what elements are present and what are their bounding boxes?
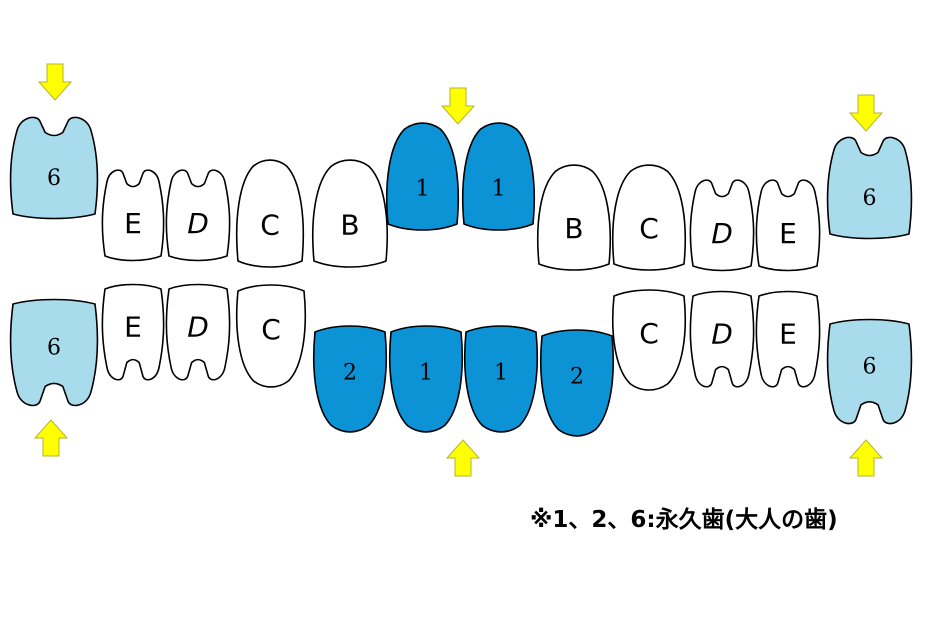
lower-tooth-1: 1	[388, 325, 464, 433]
tooth-label: C	[639, 317, 659, 350]
upper-tooth-1: 1	[461, 122, 536, 231]
tooth-shape	[755, 179, 821, 272]
lower-tooth-1: 1	[463, 325, 539, 433]
tooth-shape	[165, 283, 231, 381]
tooth-label: B	[340, 208, 359, 241]
lower-tooth-c: C	[235, 284, 307, 388]
tooth-label: D	[711, 318, 733, 351]
tooth-shape	[312, 325, 388, 433]
upper-teeth-row: 6E D C B 1 1B C D E 6	[9, 116, 913, 272]
tooth-shape	[689, 179, 755, 272]
tooth-label: E	[124, 311, 142, 344]
upper-tooth-d: D	[689, 179, 755, 272]
tooth-shape	[689, 290, 755, 388]
down-arrow-icon	[848, 94, 884, 132]
upper-tooth-b: B	[311, 159, 389, 268]
tooth-shape	[755, 290, 821, 388]
tooth-label: D	[711, 217, 733, 250]
tooth-label: C	[639, 212, 659, 245]
tooth-shape	[463, 325, 539, 433]
lower-tooth-e: E	[101, 283, 165, 381]
up-arrow-icon	[33, 419, 69, 457]
permanent-teeth-note: ※1、2、6:永久歯(大人の歯)	[530, 507, 838, 533]
tooth-label: C	[261, 313, 281, 346]
tooth-label: C	[260, 208, 280, 241]
lower-tooth-2: 2	[312, 325, 388, 433]
lower-tooth-2: 2	[539, 329, 615, 437]
tooth-shape	[9, 298, 99, 407]
upper-tooth-d: D	[165, 169, 231, 262]
tooth-label: E	[779, 318, 797, 351]
down-arrow-icon	[440, 87, 476, 125]
tooth-shape	[235, 159, 305, 268]
tooth-shape	[611, 164, 687, 271]
upper-tooth-6: 6	[826, 136, 913, 240]
tooth-shape	[536, 164, 612, 271]
upper-tooth-c: C	[611, 164, 687, 271]
tooth-shape	[388, 325, 464, 433]
tooth-shape	[9, 116, 99, 220]
upper-tooth-b: B	[536, 164, 612, 271]
tooth-shape	[826, 318, 913, 425]
down-arrow-icon	[37, 63, 73, 101]
tooth-shape	[235, 284, 307, 388]
lower-teeth-row: 6 E D C 2 1 1 2 C D E 6	[9, 283, 913, 437]
tooth-shape	[826, 136, 913, 240]
tooth-label: B	[564, 212, 583, 245]
tooth-shape	[101, 283, 165, 381]
upper-tooth-1: 1	[385, 122, 460, 231]
tooth-label: 2	[343, 361, 357, 386]
tooth-label: 6	[863, 355, 877, 380]
tooth-label: E	[124, 207, 142, 240]
lower-tooth-d: D	[689, 290, 755, 388]
tooth-shape	[539, 329, 615, 437]
tooth-shape	[611, 289, 687, 391]
tooth-label: 6	[47, 166, 61, 191]
tooth-label: 1	[416, 176, 430, 201]
eruption-arrows	[33, 63, 884, 477]
tooth-label: 6	[863, 186, 877, 211]
tooth-shape	[165, 169, 231, 262]
lower-tooth-c: C	[611, 289, 687, 391]
tooth-label: 6	[47, 336, 61, 361]
tooth-shape	[101, 169, 165, 262]
tooth-label: D	[187, 311, 209, 344]
tooth-label: E	[779, 217, 797, 250]
upper-tooth-c: C	[235, 159, 305, 268]
tooth-shape	[461, 122, 536, 231]
tooth-shape	[385, 122, 460, 231]
up-arrow-icon	[445, 439, 481, 477]
upper-tooth-6: 6	[9, 116, 99, 220]
upper-tooth-e: E	[755, 179, 821, 272]
lower-tooth-d: D	[165, 283, 231, 381]
tooth-label: 1	[419, 361, 433, 386]
up-arrow-icon	[848, 439, 884, 477]
lower-tooth-6: 6	[826, 318, 913, 425]
tooth-label: 1	[492, 176, 506, 201]
tooth-label: 2	[570, 365, 584, 390]
tooth-shape	[311, 159, 389, 268]
lower-tooth-e: E	[755, 290, 821, 388]
tooth-label: D	[187, 207, 209, 240]
lower-tooth-6: 6	[9, 298, 99, 407]
upper-tooth-e: E	[101, 169, 165, 262]
tooth-label: 1	[494, 361, 508, 386]
